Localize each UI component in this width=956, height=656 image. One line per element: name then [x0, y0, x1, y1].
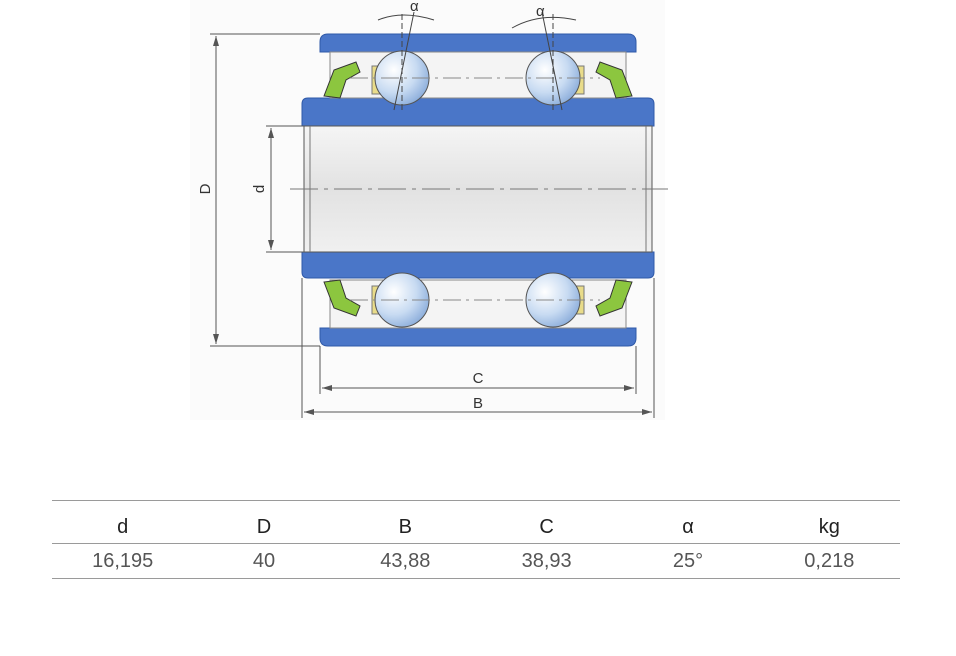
angle-arc-right	[511, 16, 577, 29]
bearing-cross-section-drawing: α α D d C B	[197, 0, 668, 418]
seal-top-left	[323, 61, 361, 99]
alpha-label-right: α	[536, 3, 545, 20]
spec-table-header-row: d D B C α kg	[52, 500, 900, 544]
bearing-spec-table: d D B C α kg 16,195 40 43,88 38,93 25° 0…	[52, 500, 900, 579]
dim-D-label: D	[197, 183, 214, 194]
dim-C-arrow-right	[624, 385, 634, 391]
dim-B-arrow-left	[304, 409, 314, 415]
table-row: 16,195 40 43,88 38,93 25° 0,218	[52, 543, 900, 579]
header-C: C	[475, 500, 618, 544]
cell-d: 16,195	[52, 543, 194, 579]
dim-d-arrow-bottom	[268, 240, 274, 250]
outer-ring-top	[319, 33, 637, 53]
angle-arc-left	[377, 14, 435, 21]
dim-D-arrow-bottom	[213, 334, 219, 344]
header-kg: kg	[758, 500, 900, 544]
contact-line-left	[393, 11, 415, 111]
dim-B-label: B	[473, 395, 483, 412]
header-D: D	[193, 500, 335, 544]
dim-d-label: d	[251, 185, 268, 193]
inner-ring-top	[301, 97, 655, 127]
outer-ring-bottom	[319, 327, 637, 347]
dim-B-arrow-right	[642, 409, 652, 415]
cell-C: 38,93	[475, 543, 618, 579]
contact-line-right	[541, 11, 563, 111]
dim-C-label: C	[473, 370, 484, 387]
seal-top-right	[595, 61, 633, 99]
dim-d-arrow-top	[268, 128, 274, 138]
seal-bottom-right	[595, 279, 633, 317]
header-alpha: α	[617, 500, 759, 544]
cell-alpha: 25°	[617, 543, 759, 579]
alpha-label-left: α	[410, 0, 419, 15]
dim-C-arrow-left	[322, 385, 332, 391]
inner-ring-bottom	[301, 251, 655, 279]
cell-B: 43,88	[334, 543, 476, 579]
cell-D: 40	[193, 543, 335, 579]
header-d: d	[52, 500, 194, 544]
dim-D-arrow-top	[213, 36, 219, 46]
cell-kg: 0,218	[758, 543, 900, 579]
seal-bottom-left	[323, 279, 361, 317]
header-B: B	[334, 500, 476, 544]
